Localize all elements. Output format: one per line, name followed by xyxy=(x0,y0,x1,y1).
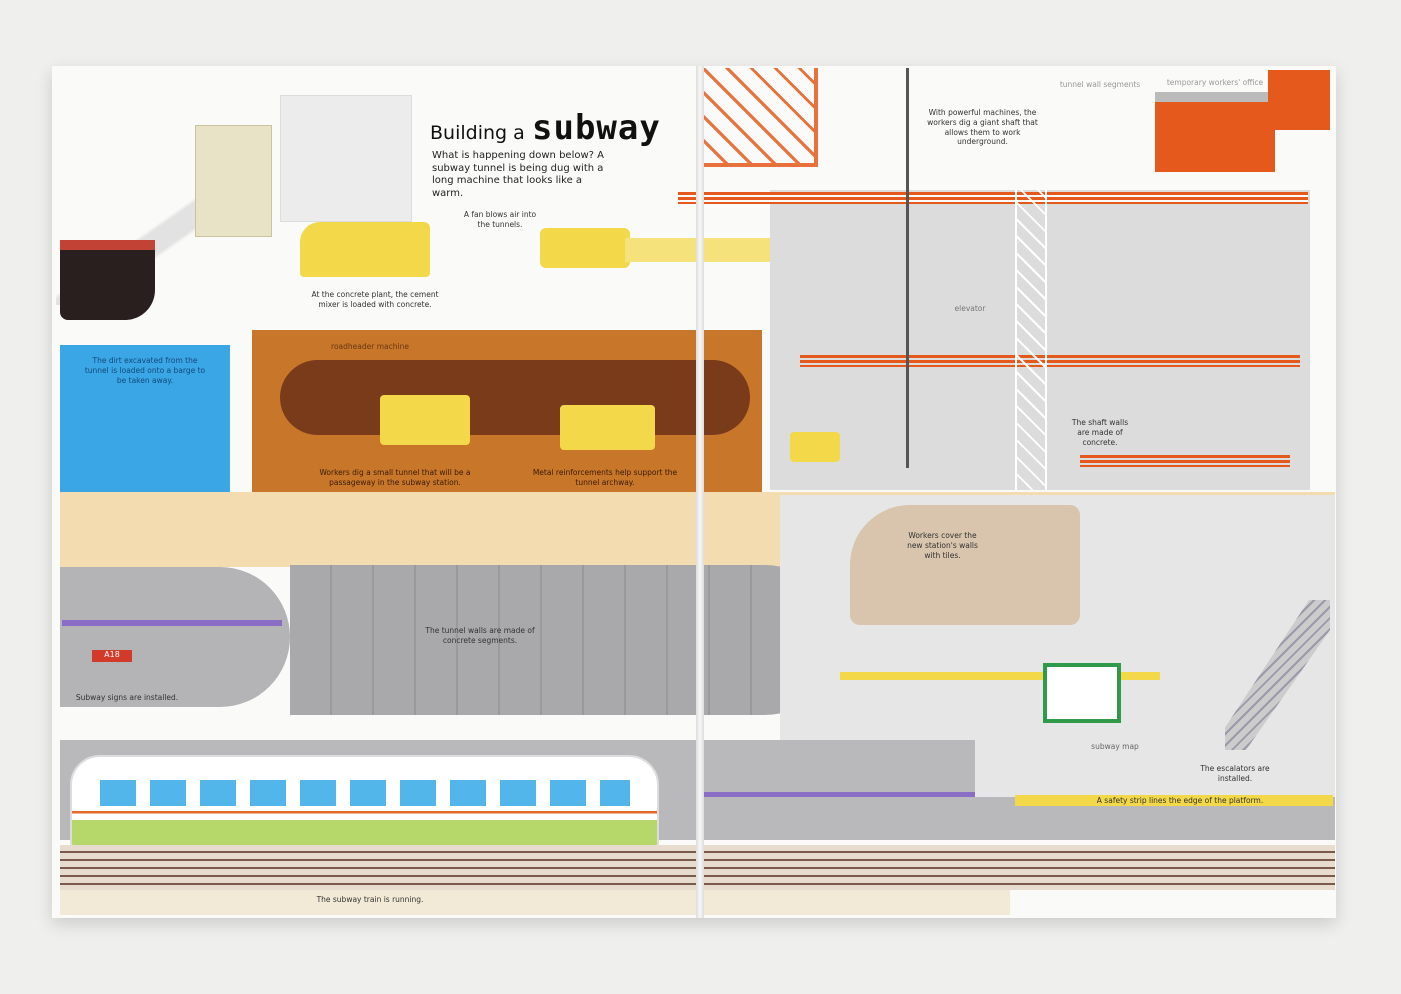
excavator xyxy=(560,405,655,450)
platform-floor-right xyxy=(975,735,1335,797)
workers-office xyxy=(1155,92,1275,172)
water xyxy=(60,345,230,493)
caption-tiles: Workers cover the new station's walls wi… xyxy=(907,531,978,560)
caption-shaft-walls: The shaft walls are made of concrete. xyxy=(1071,418,1129,447)
safety-strip xyxy=(1015,795,1333,806)
platform-stripe-left xyxy=(62,620,282,626)
cement-mixer-truck xyxy=(300,222,430,277)
sign-a18: A18 xyxy=(92,650,132,662)
girder-middle xyxy=(800,355,1300,367)
generator xyxy=(790,432,840,462)
caption-barge: The dirt excavated from the tunnel is lo… xyxy=(84,356,206,385)
floor-strip xyxy=(60,890,1010,915)
label-subway-map: subway map xyxy=(1091,742,1139,751)
dug-tunnel xyxy=(280,360,750,435)
label-segments: tunnel wall segments xyxy=(1059,80,1141,89)
fan-machine xyxy=(540,228,630,268)
caption-train: The subway train is running. xyxy=(316,895,424,904)
label-office: temporary workers' office xyxy=(1166,78,1264,87)
workers-office-2 xyxy=(1268,70,1330,130)
cement-silo xyxy=(280,95,412,222)
caption-reinforcements: Metal reinforcements help support the tu… xyxy=(532,468,678,487)
barge xyxy=(60,240,155,320)
title-prefix: Building a xyxy=(430,122,525,144)
caption-concrete-plant: At the concrete plant, the cement mixer … xyxy=(311,290,439,309)
crane xyxy=(700,68,818,167)
caption-passageway: Workers dig a small tunnel that will be … xyxy=(319,468,471,487)
station-tunnel-left xyxy=(60,567,290,707)
train-tunnel-stripe xyxy=(700,792,980,797)
intro-text: What is happening down below? A subway t… xyxy=(432,150,604,199)
title-emphasis: subway xyxy=(532,108,661,148)
roadheader-machine xyxy=(380,395,470,445)
subway-map-board xyxy=(1043,663,1121,723)
caption-fan: A fan blows air into the tunnels. xyxy=(463,210,537,229)
caption-safety-strip: A safety strip lines the edge of the pla… xyxy=(1096,796,1264,805)
crane-cable xyxy=(906,68,909,468)
elevator-tower xyxy=(1015,190,1047,490)
girder-top xyxy=(678,192,1308,204)
caption-escalators: The escalators are installed. xyxy=(1200,764,1270,783)
platform-edge xyxy=(840,672,1160,680)
caption-shaft: With powerful machines, the workers dig … xyxy=(927,108,1038,147)
caption-tunnel-walls: The tunnel walls are made of concrete se… xyxy=(425,626,535,645)
book-spine xyxy=(696,66,704,918)
concrete-tunnel xyxy=(290,565,840,715)
tiled-wall xyxy=(850,505,1080,625)
caption-signs: Subway signs are installed. xyxy=(75,693,179,702)
label-roadheader: roadheader machine xyxy=(331,342,409,351)
girder-bottom xyxy=(1080,455,1290,467)
train-windows xyxy=(100,780,630,806)
label-elevator: elevator xyxy=(954,304,986,313)
concrete-plant xyxy=(195,125,272,237)
